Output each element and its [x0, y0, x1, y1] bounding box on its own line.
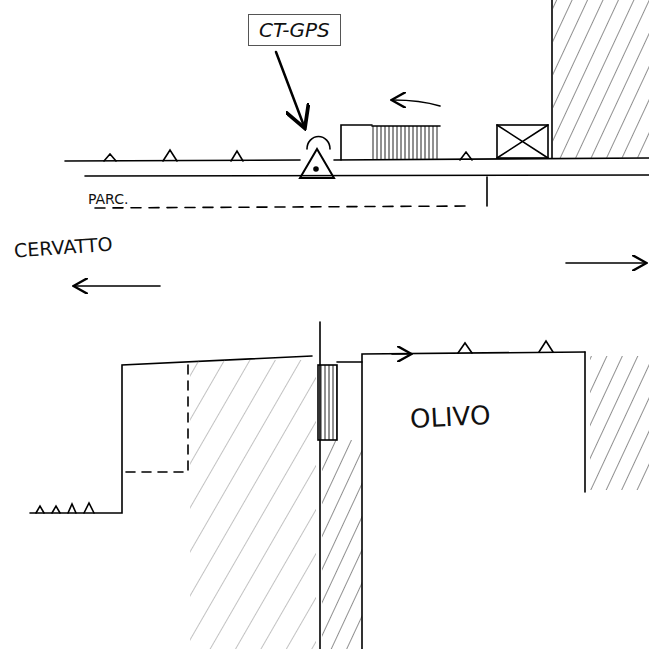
map-label: CERVATTO — [13, 235, 113, 261]
callout-text: CT-GPS — [259, 19, 330, 41]
map-label: OLIVO — [409, 402, 491, 432]
callout-box: CT-GPS — [248, 14, 341, 46]
map-label: PARC. — [88, 192, 128, 206]
